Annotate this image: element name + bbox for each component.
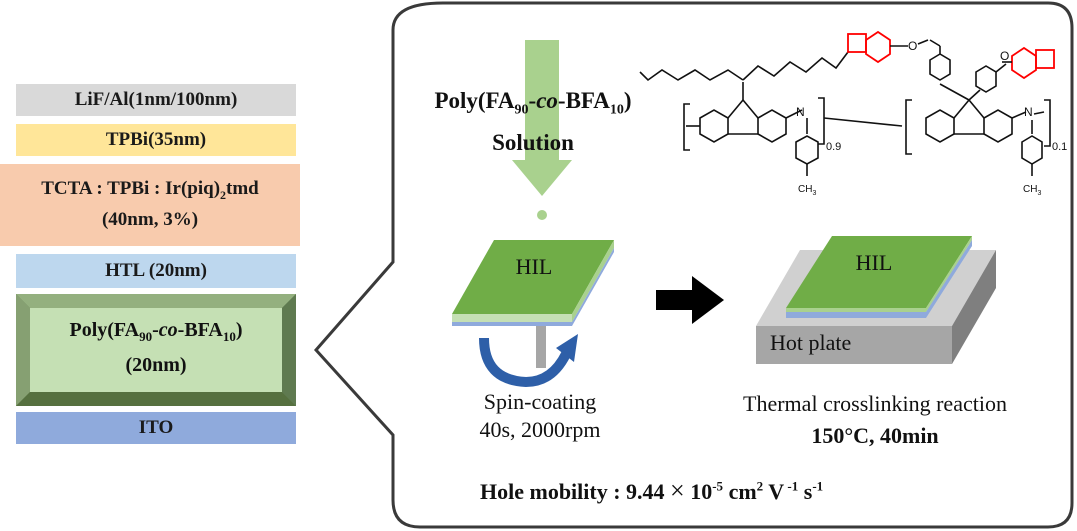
layer-eml: TCTA : TPBi : Ir(piq)2tmd (40nm, 3%) [0, 164, 300, 246]
o-atom-left: O [908, 39, 917, 53]
process-arrow-icon [656, 276, 724, 324]
hole-mobility: Hole mobility : 9.44 × 10-5 cm2 V -1 s-1 [480, 476, 824, 505]
solution-line1: Poly(FA90-co-BFA10) [434, 88, 632, 118]
layer-lif-al-label: LiF/Al(1nm/100nm) [74, 89, 238, 110]
ch3-right: CH3 [1023, 184, 1041, 197]
solution-line2: Solution [492, 129, 574, 155]
layer-hil-bevel [16, 294, 296, 406]
layer-htl: HTL (20nm) [16, 254, 296, 288]
layer-htl-label: HTL (20nm) [105, 260, 207, 281]
layer-lif-al: LiF/Al(1nm/100nm) [16, 84, 296, 116]
thermal-line2: 150°C, 40min [811, 423, 939, 448]
polymer-structure: N N O O 0.9 0.1 CH3 CH3 [639, 30, 1067, 197]
hot-plate [756, 236, 996, 364]
bcb-units-icon [847, 30, 1055, 80]
layer-hil-text: Poly(FA90-co-BFA10) (20nm) [16, 316, 296, 379]
spin-line2: 40s, 2000rpm [479, 417, 601, 442]
spin-coating-label: Spin-coating 40s, 2000rpm [440, 388, 640, 444]
layer-ito-label: ITO [138, 417, 174, 438]
ch3-left: CH3 [798, 184, 816, 197]
layer-hil: Poly(FA90-co-BFA10) (20nm) [16, 294, 296, 406]
thermal-line1: Thermal crosslinking reaction [743, 391, 1007, 416]
o-atom-right: O [1000, 49, 1009, 63]
n-atom-right: N [1024, 105, 1033, 119]
layer-ito: ITO [16, 412, 296, 444]
layer-tpbi-label: TPBi(35nm) [105, 129, 207, 150]
hot-plate-label: Hot plate [770, 330, 852, 355]
n-atom-left: N [796, 105, 805, 119]
spin-coating-film [452, 240, 614, 368]
solution-drop-arrow [512, 40, 572, 220]
spin-line1: Spin-coating [483, 389, 597, 414]
layer-eml-line2: (40nm, 3%) [101, 208, 199, 230]
layer-eml-line1: TCTA : TPBi : Ir(piq)2tmd [41, 178, 259, 202]
subscript-09: 0.9 [826, 141, 841, 153]
solution-label: Poly(FA90-co-BFA10) Solution [398, 85, 668, 159]
layer-hil-line2: (20nm) [125, 354, 187, 376]
thermal-label: Thermal crosslinking reaction 150°C, 40m… [690, 388, 1060, 452]
subscript-01: 0.1 [1052, 141, 1067, 153]
hil-label-left: HIL [515, 254, 553, 279]
layer-tpbi: TPBi(35nm) [16, 124, 296, 156]
rotation-arrow-icon [479, 334, 578, 388]
hil-label-right: HIL [855, 250, 893, 275]
layer-hil-line1: Poly(FA90-co-BFA10) [69, 319, 243, 344]
